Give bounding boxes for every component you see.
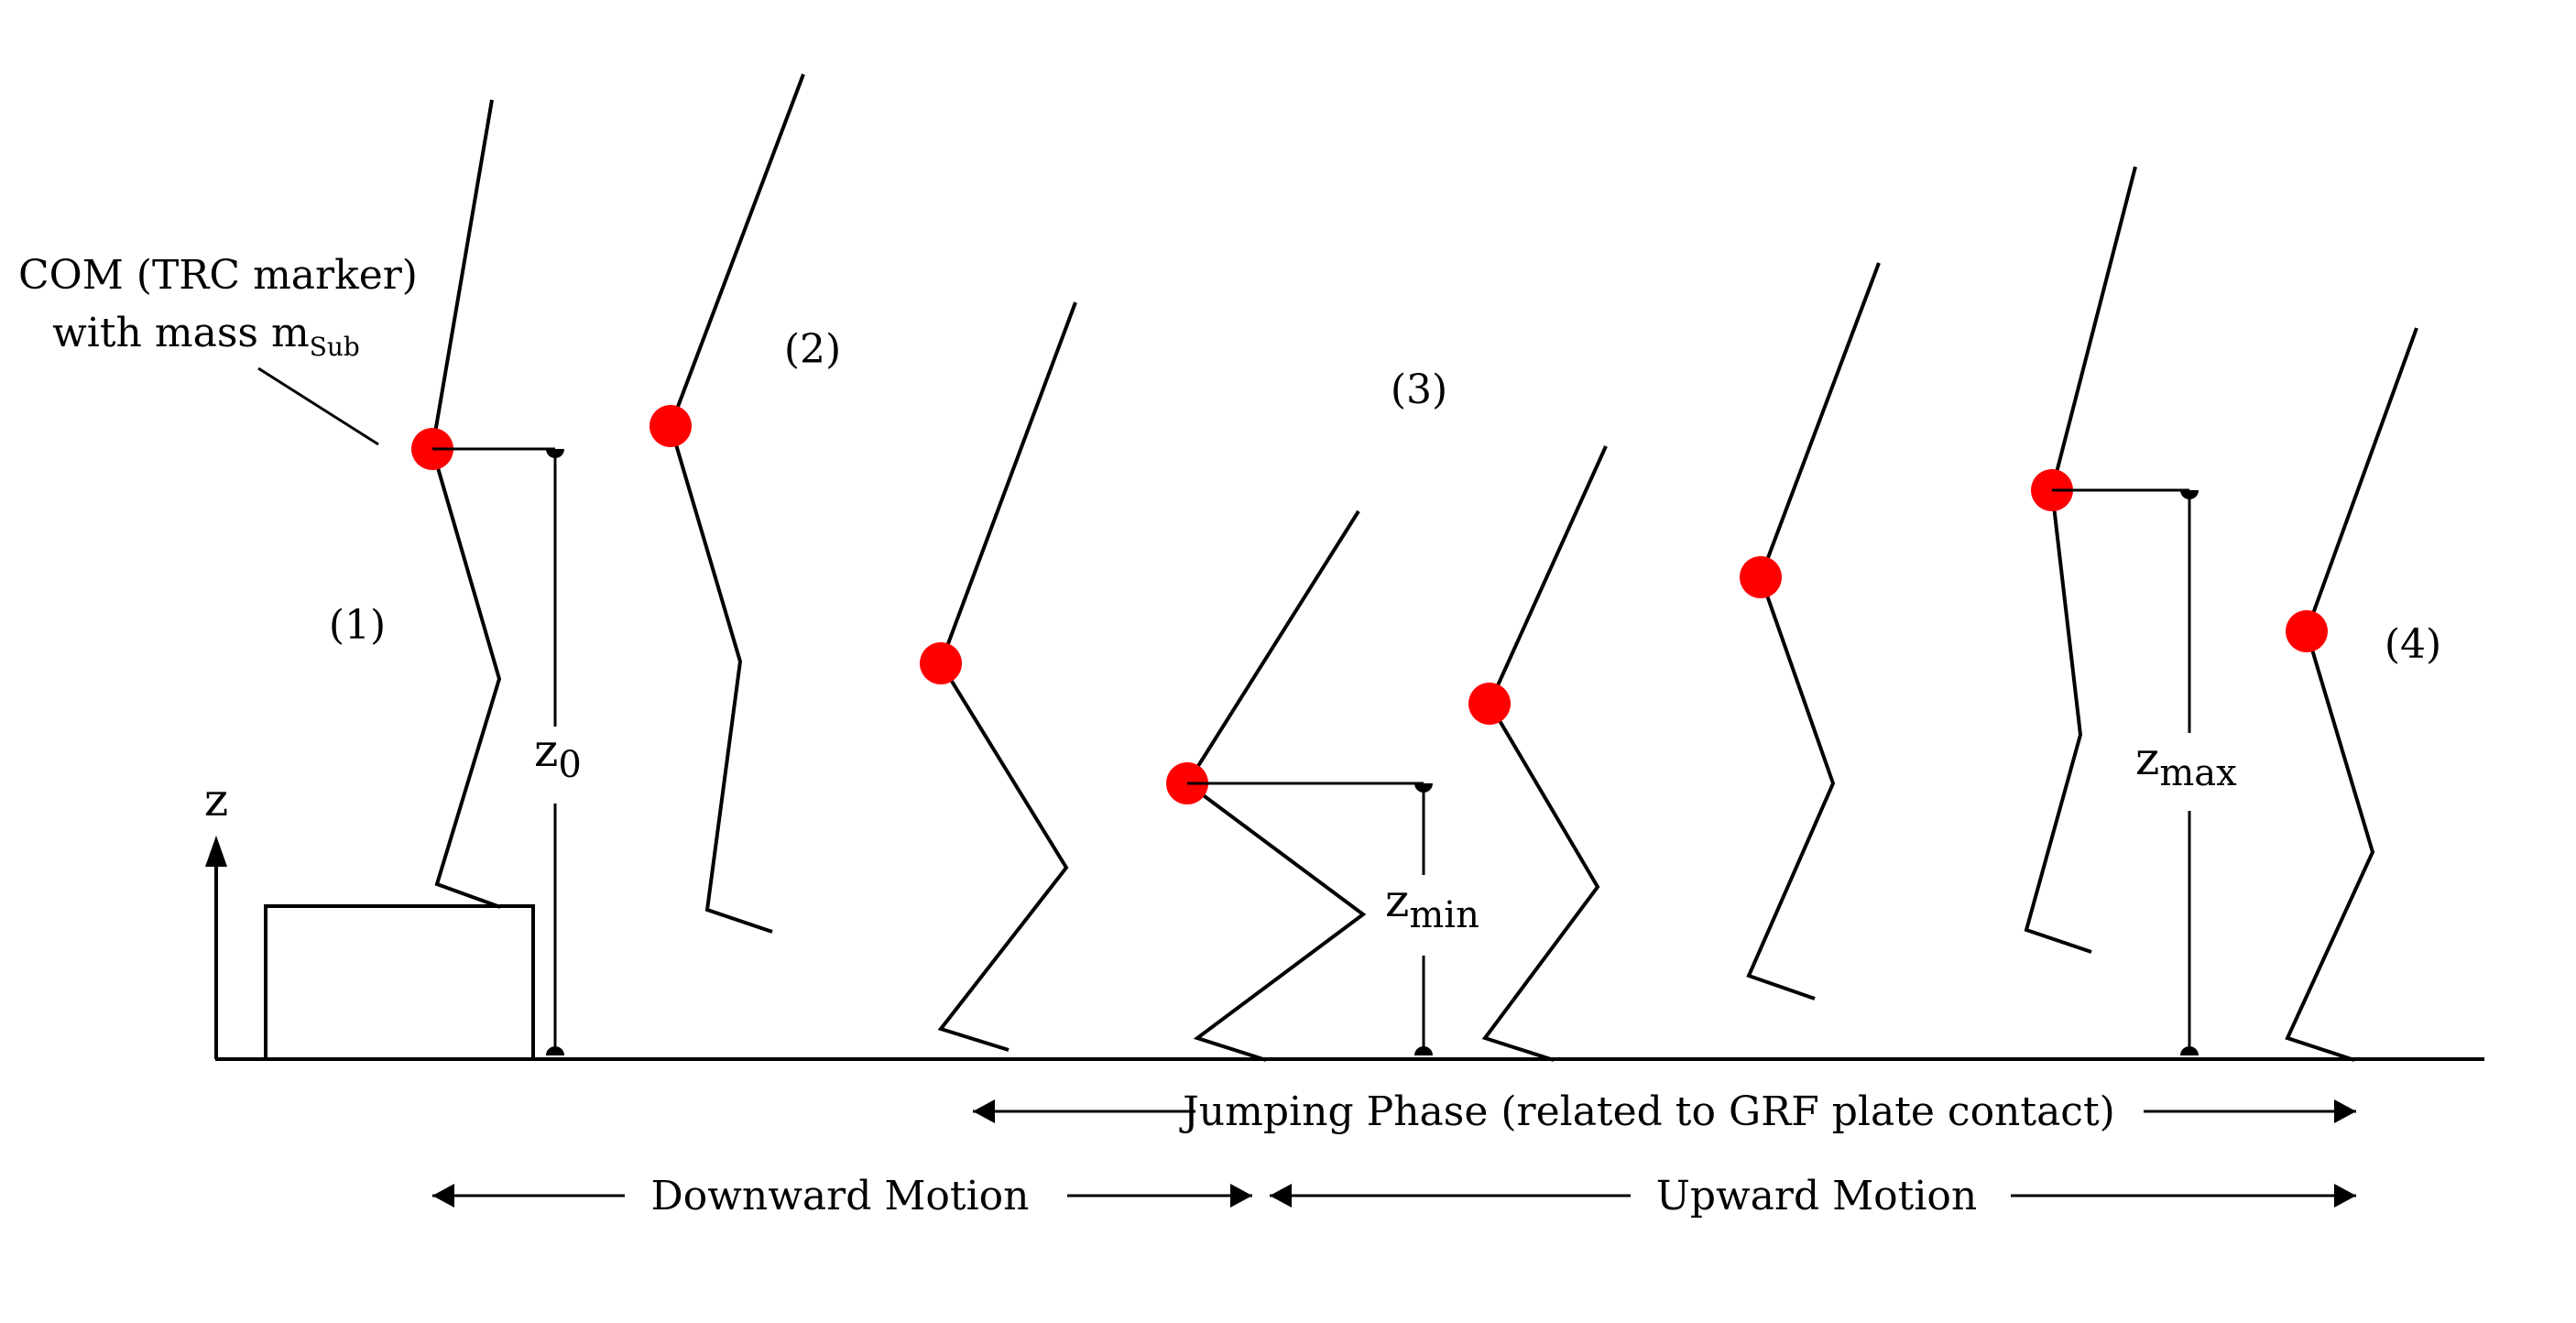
z-axis-arrowhead [205,836,227,867]
stick-figure-5 [1468,445,1608,1062]
stick-figure-8 [2285,327,2418,1062]
phase-label-1: (1) [329,602,386,649]
stick-figure-1 [411,99,502,909]
figure-3-body [937,301,1077,1052]
zmax-label: zmax [2135,732,2237,794]
zmin-label-base: z [1385,874,1409,927]
z0-label-base: z [534,724,558,777]
figure-6-body [1746,262,1881,1000]
zmin-label-sub: min [1409,894,1479,936]
figure-8-body [2285,327,2418,1062]
zmin-measure: zmin [1187,782,1479,1055]
jumping-phase-label: Jumping Phase (related to GRF plate cont… [1179,1088,2115,1135]
stick-figure-4 [1166,509,1367,1062]
z0-measure: z0 [432,447,582,1055]
stick-figure-6 [1740,262,1881,1000]
jumping-phase-range: Jumping Phase (related to GRF plate cont… [973,1088,2356,1135]
zmax-label-base: z [2135,732,2159,785]
phase-label-2: (2) [784,326,841,373]
phase-label-3: (3) [1391,366,1447,413]
com-label-mass-sub: Sub [310,332,360,362]
com-label-mass: with mass m [52,310,310,356]
figure-5-body [1481,445,1608,1062]
figure-1-body [430,99,502,909]
zmax-label-sub: max [2159,752,2237,794]
stick-figure-2 [649,73,805,934]
upward-motion-label: Upward Motion [1656,1173,1977,1219]
com-pointer-line [257,366,379,446]
z0-label-sub: 0 [558,744,581,786]
figure-4-body [1184,509,1367,1062]
z0-label: z0 [534,724,582,786]
com-marker-8 [2286,610,2328,652]
downward-motion-range: Downward Motion [432,1173,1252,1219]
com-marker-2 [649,405,692,447]
com-marker-5 [1468,683,1511,725]
stick-figure-7 [2024,166,2137,954]
step-box [264,904,535,1061]
figure-7-body [2024,166,2137,954]
com-label-line1: COM (TRC marker) [18,252,418,299]
com-marker-6 [1740,556,1782,598]
downward-motion-label: Downward Motion [651,1173,1030,1219]
com-marker-3 [920,642,962,684]
figure-2-body [668,73,805,934]
phase-label-4: (4) [2385,621,2441,668]
stick-figure-3 [920,301,1077,1052]
upward-motion-range: Upward Motion [1270,1173,2356,1219]
zmax-measure: zmax [2052,488,2237,1055]
z-axis-label: z [204,773,228,826]
zmin-label: zmin [1385,874,1479,936]
com-label-line2: with mass mSub [52,310,360,362]
